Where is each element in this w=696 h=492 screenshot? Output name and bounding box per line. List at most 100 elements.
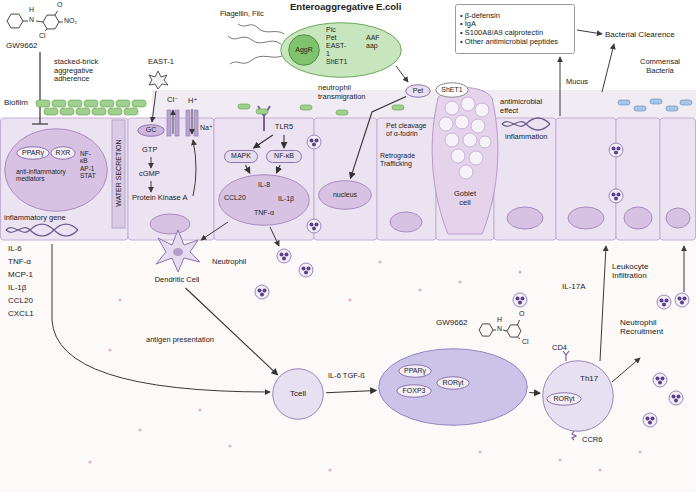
mucin-granule — [439, 117, 453, 131]
neutrophil-lobe — [282, 257, 286, 261]
goblet-cell — [432, 88, 498, 235]
neutrophil-lobe — [617, 147, 621, 151]
mucin-granule — [471, 119, 485, 133]
epithelial-cell — [1, 118, 129, 240]
dendritic-nucleus — [173, 248, 183, 256]
regulatory-t-cell-outline — [378, 316, 528, 426]
cell-nucleus: CCL20IL-8IL-1βTNF-α — [218, 174, 310, 226]
tissue-dot — [108, 348, 111, 351]
toxin-cloud-shape — [436, 83, 469, 98]
enzyme-oval: GC — [137, 124, 165, 137]
node-text: ShET1 — [441, 86, 462, 94]
edge-label: antigen presentation — [146, 336, 214, 345]
node-text: Dendritic Cell — [155, 276, 200, 285]
neutrophil-body — [307, 219, 321, 233]
th17-cell-outline — [542, 360, 614, 432]
flagella — [228, 24, 284, 64]
cell-nucleus-shape — [319, 181, 372, 210]
epithelial-cell — [128, 118, 214, 240]
t-cell-shape — [273, 369, 324, 420]
neutrophil — [669, 391, 683, 405]
th17-receptors — [563, 351, 576, 440]
biofilm-brick — [84, 100, 98, 107]
toxin-oval-shape — [406, 85, 431, 98]
enzyme-oval-shape — [138, 125, 165, 137]
flagellum — [238, 24, 284, 34]
neutrophil-lobe — [263, 289, 267, 293]
cd4-receptor — [563, 351, 569, 361]
tissue-dot — [638, 450, 641, 453]
neutrophil-lobe — [651, 417, 655, 421]
neutrophil-lobe — [521, 297, 525, 301]
node-text: Tcell — [290, 389, 306, 398]
edge-label: IL-6 TGF-ß — [328, 372, 365, 381]
node-text: anti-inflammatory mediators — [16, 168, 76, 183]
connector-arrow — [326, 390, 376, 392]
cell-nucleus — [150, 214, 190, 234]
tissue-dot — [518, 270, 521, 273]
tissue-dot — [328, 468, 331, 471]
neutrophil-lobe — [680, 301, 684, 305]
neutrophil-lobe — [658, 381, 662, 385]
neutrophil-lobe — [683, 297, 687, 301]
regulator-circle-shape — [289, 35, 320, 66]
clearance-arrow — [577, 30, 602, 34]
antimicrobial-box-shape — [456, 5, 575, 54]
atom-label: N — [497, 325, 502, 333]
neutrophil-lobe — [310, 139, 314, 143]
cell-nucleus — [624, 207, 652, 229]
epithelial-cell — [377, 118, 436, 240]
benzene-ring — [479, 324, 493, 336]
neutrophil — [653, 373, 667, 387]
ion-label: H⁺ — [188, 97, 197, 106]
mucin-granule — [475, 103, 489, 117]
kinase-pill-outline — [224, 150, 258, 163]
tissue-dot — [228, 444, 231, 447]
cytokine-label: IL-1β — [8, 283, 26, 292]
neutrophil-body — [255, 285, 269, 299]
molecule-label: cGMP — [139, 170, 160, 179]
node-text: NF-κB AP-1 STAT — [80, 150, 96, 180]
cell-nucleus-outline — [218, 174, 310, 226]
factor-pill: NF-κB — [266, 150, 302, 163]
node-text: MAPK — [231, 152, 251, 160]
node-text: CCL20 — [224, 194, 246, 202]
commensal-bacterium — [666, 106, 678, 111]
receptor-oval-shape — [51, 147, 76, 160]
atom-label: O — [57, 1, 62, 9]
kinase-pill: MAPK — [224, 150, 258, 163]
molecule-label: Protein Kinase A — [132, 194, 187, 203]
neutrophil-lobe — [310, 223, 314, 227]
neutrophil-lobe — [518, 301, 522, 305]
biofilm-brick — [76, 108, 90, 115]
factor-oval-outline — [436, 376, 470, 390]
mucus-layer — [152, 90, 696, 118]
infiltration-arrow — [684, 246, 685, 292]
t-cell: Tcell — [272, 368, 324, 420]
chemokine-arrow — [270, 227, 279, 246]
biofilm-brick — [100, 100, 114, 107]
neutrophil — [609, 189, 623, 203]
outcome-label: Bacterial Clearence — [605, 30, 675, 39]
node-text: TLR5 — [275, 123, 293, 132]
bacterium-outline — [280, 22, 402, 78]
cell-nucleus-outline — [318, 180, 372, 210]
tissue-dot — [418, 288, 421, 291]
channel-wall — [186, 110, 190, 136]
neutrophil-lobe — [648, 421, 652, 425]
signal-arrow — [151, 157, 152, 168]
bacterium: Pic Pet EAST-1 ShET1AAF aapAggR — [280, 22, 402, 78]
neutrophil-body — [609, 189, 623, 203]
neutrophil-lobe — [665, 299, 669, 303]
mucin-granule — [445, 133, 459, 147]
dna — [6, 118, 550, 236]
neutrophil-body — [277, 249, 291, 263]
biofilm-brick — [92, 108, 106, 115]
tissue-dot — [88, 460, 91, 463]
dna-strand — [6, 224, 78, 236]
epithelial-cell — [616, 118, 660, 240]
factor-oval: FOXP3 — [396, 384, 432, 398]
biofilm-brick — [132, 100, 146, 107]
process-label: Neutrophil Recruitment — [620, 318, 684, 336]
